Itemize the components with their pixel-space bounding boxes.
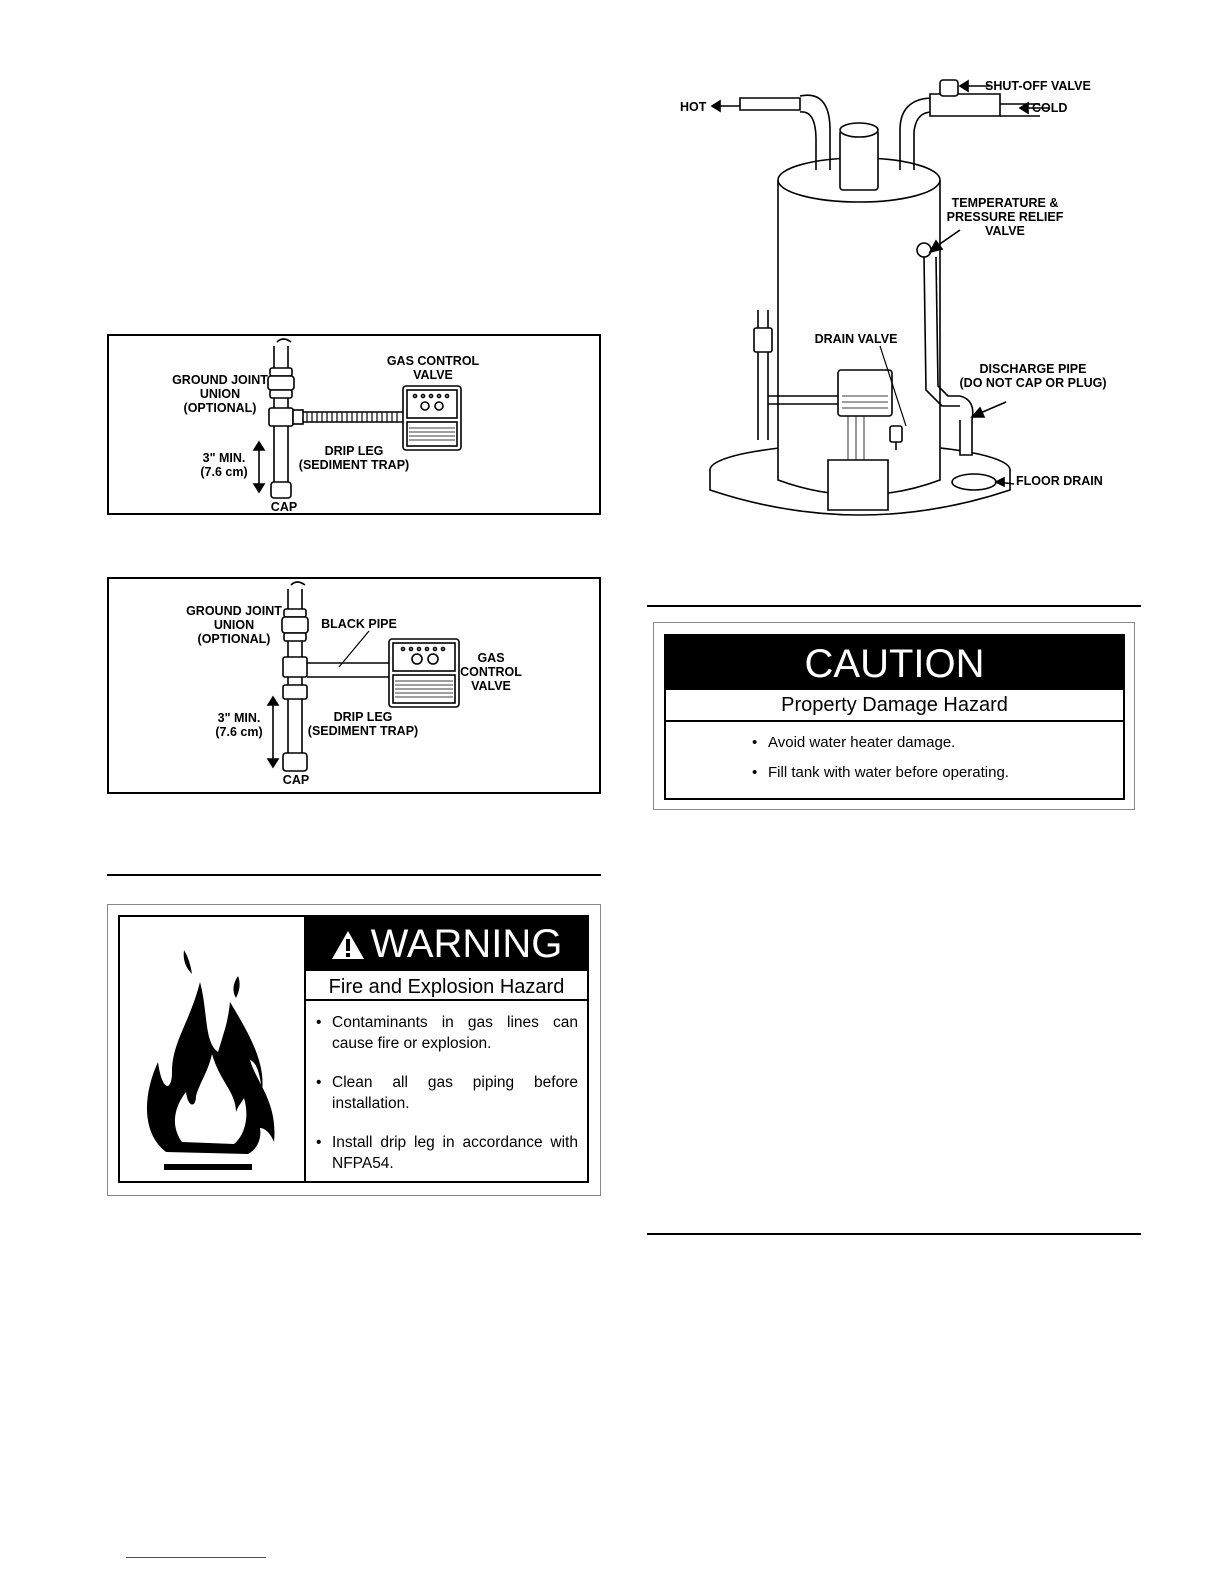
min-label-2: 3" MIN.: [217, 711, 261, 725]
list-item: Clean all gas piping before installation…: [314, 1072, 578, 1114]
caution-subtitle: Property Damage Hazard: [666, 690, 1123, 722]
caution-list: Avoid water heater damage. Fill tank wit…: [752, 733, 1112, 793]
tp-label-3: VALVE: [985, 224, 1025, 238]
caution-title: CAUTION: [666, 636, 1123, 690]
valve-label: VALVE: [413, 368, 453, 382]
min-label: 3" MIN.: [202, 451, 246, 465]
tp-label-1: TEMPERATURE &: [951, 196, 1059, 210]
drip-leg-label-2: DRIP LEG: [333, 710, 393, 724]
warning-title: WARNING: [370, 922, 563, 966]
cold-label: COLD: [1032, 101, 1068, 115]
list-item: Avoid water heater damage.: [752, 733, 1112, 753]
section-rule-right-2: [647, 1233, 1141, 1235]
cap-label-2: CAP: [282, 773, 310, 787]
drain-valve-label: DRAIN VALVE: [814, 332, 898, 346]
warning-list: Contaminants in gas lines can cause fire…: [314, 1012, 578, 1192]
cm-label: (7.6 cm): [200, 465, 248, 479]
caution-label-frame: [664, 634, 1125, 800]
drip-leg-flex-drawing: [252, 338, 462, 499]
optional-label: (OPTIONAL): [183, 401, 257, 415]
warning-label-frame: [118, 915, 589, 1183]
drip-leg-black-drawing: [266, 581, 460, 772]
footer-link-underline: [126, 1557, 266, 1558]
cm-label-2: (7.6 cm): [215, 725, 263, 739]
section-rule-left: [107, 874, 601, 876]
discharge-label-2: (DO NOT CAP OR PLUG): [959, 376, 1107, 390]
union-label: UNION: [199, 387, 241, 401]
flame-icon: [146, 950, 275, 1170]
union-label-2: UNION: [213, 618, 255, 632]
sediment-trap-label: (SEDIMENT TRAP): [298, 458, 410, 472]
gas-label: GAS: [477, 651, 505, 665]
list-item: Contaminants in gas lines can cause fire…: [314, 1012, 578, 1054]
floor-drain-label: FLOOR DRAIN: [1016, 474, 1103, 488]
water-heater-drawing: [709, 79, 1050, 516]
sediment-trap-label-2: (SEDIMENT TRAP): [307, 724, 419, 738]
ground-joint-label-2: GROUND JOINT: [186, 604, 282, 618]
optional-label-2: (OPTIONAL): [197, 632, 271, 646]
valve-label-2: VALVE: [471, 679, 511, 693]
drip-leg-flex-diagram: [107, 334, 601, 515]
list-item: Install drip leg in accordance with NFPA…: [314, 1132, 578, 1174]
warning-subtitle: Fire and Explosion Hazard: [306, 971, 587, 1001]
black-pipe-label: BLACK PIPE: [321, 617, 397, 631]
drip-leg-black-pipe-diagram: [107, 577, 601, 794]
discharge-label-1: DISCHARGE PIPE: [979, 362, 1087, 376]
ground-joint-label: GROUND JOINT: [172, 373, 268, 387]
warning-triangle-icon: [331, 930, 365, 960]
warning-header: WARNING: [306, 917, 587, 971]
tp-label-2: PRESSURE RELIEF: [946, 210, 1064, 224]
gas-control-label: GAS CONTROL: [386, 354, 480, 368]
list-item: Fill tank with water before operating.: [752, 763, 1112, 783]
control-label: CONTROL: [460, 665, 522, 679]
drip-leg-label: DRIP LEG: [324, 444, 384, 458]
cap-label: CAP: [270, 500, 298, 514]
hot-label: HOT: [680, 100, 707, 114]
shutoff-valve-label: SHUT-OFF VALVE: [985, 79, 1091, 93]
section-rule-right-1: [647, 605, 1141, 607]
warning-divider: [304, 915, 306, 1183]
